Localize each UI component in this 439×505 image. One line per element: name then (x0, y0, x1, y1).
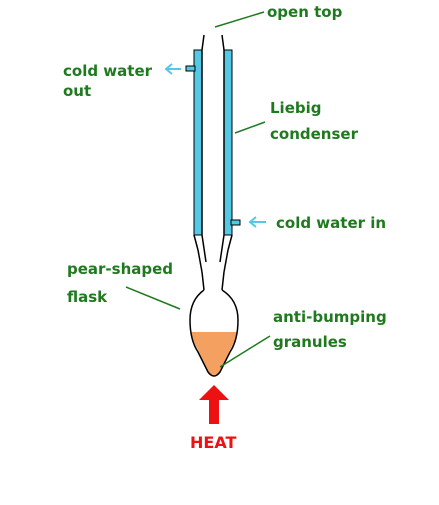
flask-neck-left (201, 271, 205, 291)
pear-shaped-flask (189, 249, 239, 377)
label-flask-2: flask (67, 288, 108, 306)
inner-tube-right-top (221, 34, 225, 51)
water-in-arrow (248, 216, 266, 228)
flask-liquid (191, 332, 237, 375)
flask-leader (125, 286, 181, 310)
flask-neck-right (221, 271, 225, 291)
open-top-leader (214, 11, 265, 28)
label-flask-1: pear-shaped (67, 260, 173, 278)
heat-arrow (199, 385, 229, 424)
flask-body (189, 289, 239, 377)
label-heat: HEAT (190, 433, 236, 452)
flask-socket-right (223, 249, 229, 273)
left-water-jacket (193, 49, 203, 236)
label-liebig-1: Liebig (270, 99, 322, 117)
water-out-arrow (164, 63, 181, 75)
water-inlet-nozzle (230, 219, 241, 226)
label-granules-1: anti-bumping (273, 308, 387, 326)
label-granules-2: granules (273, 333, 347, 351)
liebig-leader (234, 121, 266, 134)
liebig-condenser (185, 34, 241, 263)
joint-cone-left (201, 234, 207, 263)
label-cold-water-out-2: out (63, 82, 91, 100)
label-liebig-2: condenser (270, 125, 359, 143)
label-cold-water-out-1: cold water (63, 62, 153, 80)
granules-leader (219, 335, 271, 368)
flask-socket-left (197, 249, 203, 273)
label-cold-water-in: cold water in (276, 214, 386, 232)
right-water-jacket (223, 49, 233, 236)
lower-joint-right (227, 234, 233, 251)
joint-cone-right (219, 234, 225, 263)
lower-joint-left (193, 234, 199, 251)
label-open-top: open top (267, 3, 343, 21)
inner-tube-left-top (201, 34, 205, 51)
water-outlet-nozzle (185, 65, 196, 72)
